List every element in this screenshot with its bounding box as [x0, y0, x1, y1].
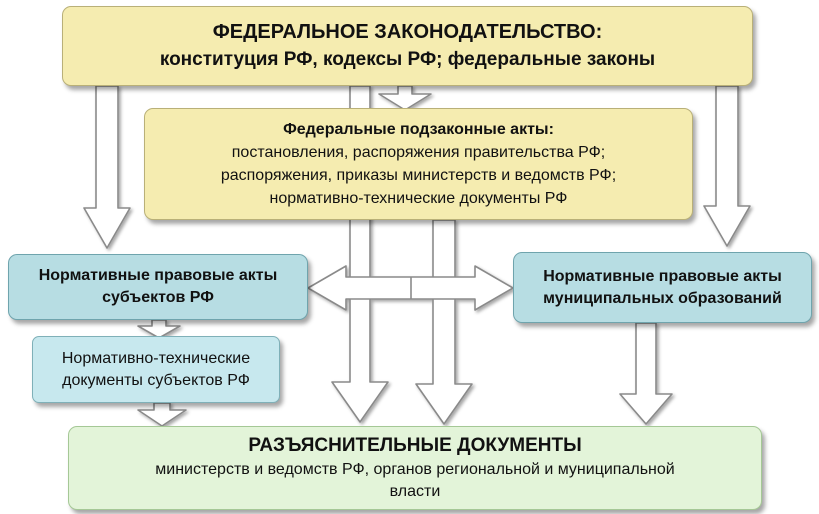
federal-sublaw-line: нормативно-технические документы РФ [269, 190, 568, 207]
arrow-subjects-to-normtech [137, 319, 181, 339]
federal-legislation-title: ФЕДЕРАЛЬНОЕ ЗАКОНОДАТЕЛЬСТВО: [212, 21, 603, 43]
normtech-line: документы субъектов РФ [62, 371, 250, 389]
municipal-acts-line: муниципальных образований [543, 289, 782, 307]
subjects-legal-acts-box: Нормативные правовые акты субъектов РФ [8, 254, 308, 320]
explanatory-line: министерств и ведомств РФ, органов регио… [155, 461, 675, 478]
arrow-municipal-to-explanatory [619, 322, 673, 425]
normtech-line: Нормативно-технические [61, 349, 251, 367]
federal-sublaw-line: постановления, распоряжения правительств… [231, 144, 606, 161]
municipal-legal-acts-box: Нормативные правовые акты муниципальных … [513, 252, 812, 323]
arrow-sublaw-to-explanatory [415, 219, 473, 425]
federal-legislation-subtitle: конституция РФ, кодексы РФ; федеральные … [159, 49, 656, 70]
federal-sublaw-acts-box: Федеральные подзаконные акты: постановле… [144, 108, 693, 220]
subjects-acts-line: субъектов РФ [102, 289, 214, 306]
subjects-normtech-docs-box: Нормативно-технические документы субъект… [32, 336, 280, 403]
municipal-acts-line: Нормативные правовые акты [543, 267, 782, 285]
explanatory-line: власти [389, 483, 441, 500]
federal-sublaw-line: распоряжения, приказы министерств и ведо… [220, 167, 617, 184]
federal-sublaw-title: Федеральные подзаконные акты: [283, 121, 554, 138]
subjects-acts-line: Нормативные правовые акты [38, 267, 278, 284]
explanatory-documents-box: РАЗЪЯСНИТЕЛЬНЫЕ ДОКУМЕНТЫ министерств и … [68, 426, 762, 510]
arrow-federal-to-subjects [83, 85, 131, 249]
explanatory-title: РАЗЪЯСНИТЕЛЬНЫЕ ДОКУМЕНТЫ [248, 435, 582, 456]
arrow-federal-to-sublaw [378, 85, 432, 111]
arrow-federal-to-municipal [703, 85, 751, 247]
arrow-normtech-to-explanatory [137, 402, 187, 427]
federal-legislation-box: ФЕДЕРАЛЬНОЕ ЗАКОНОДАТЕЛЬСТВО: конституци… [62, 6, 753, 86]
